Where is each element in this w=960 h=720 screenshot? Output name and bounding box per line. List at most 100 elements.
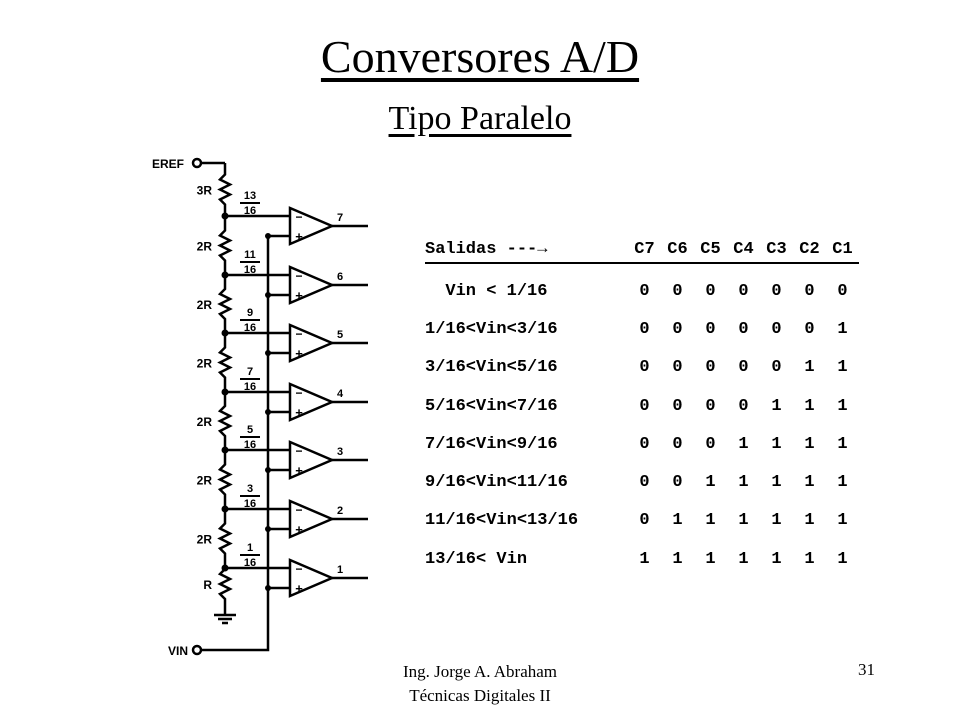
bit-cell: 1 bbox=[837, 473, 848, 493]
row-label: 11/16<Vin<13/16 bbox=[425, 511, 579, 531]
resistor-label: 2R bbox=[197, 533, 213, 547]
fraction-denominator: 16 bbox=[244, 381, 256, 393]
plus-sign: + bbox=[295, 229, 303, 244]
fraction-numerator: 7 bbox=[247, 366, 253, 378]
bus-node bbox=[265, 526, 271, 532]
bit-cell: 0 bbox=[639, 473, 650, 493]
bus-node bbox=[265, 292, 271, 298]
bit-cell: 0 bbox=[738, 396, 749, 416]
footer: Ing. Jorge A. Abraham Técnicas Digitales… bbox=[0, 660, 960, 708]
bit-cell: 0 bbox=[639, 396, 650, 416]
bit-cell: 1 bbox=[837, 358, 848, 378]
plus-sign: + bbox=[295, 405, 303, 420]
bit-cell: 0 bbox=[672, 473, 683, 493]
comparator-triangle bbox=[288, 382, 336, 422]
minus-sign: − bbox=[295, 210, 302, 224]
bit-cell: 1 bbox=[738, 549, 749, 569]
comparator-triangle bbox=[288, 558, 336, 598]
resistor-label: 2R bbox=[197, 298, 213, 312]
plus-sign: + bbox=[295, 463, 303, 478]
bit-cell: 1 bbox=[837, 549, 848, 569]
bit-cell: 0 bbox=[672, 396, 683, 416]
bit-cell: 1 bbox=[672, 511, 683, 531]
bit-cell: 0 bbox=[672, 319, 683, 339]
resistor-label: 2R bbox=[197, 474, 213, 488]
bit-cell: 0 bbox=[804, 319, 815, 339]
slide-subtitle: Tipo Paralelo bbox=[388, 100, 572, 137]
bit-cell: 1 bbox=[837, 511, 848, 531]
bit-cell: 0 bbox=[639, 358, 650, 378]
fraction-denominator: 16 bbox=[244, 439, 256, 451]
bit-cell: 1 bbox=[771, 434, 782, 454]
row-label: 3/16<Vin<5/16 bbox=[425, 358, 558, 378]
fraction-denominator: 16 bbox=[244, 498, 256, 510]
fraction-numerator: 9 bbox=[247, 307, 253, 319]
output-number: 3 bbox=[337, 446, 343, 458]
resistor-label: 2R bbox=[197, 240, 213, 254]
fraction-numerator: 3 bbox=[247, 483, 253, 495]
row-label: 9/16<Vin<11/16 bbox=[425, 473, 568, 493]
output-number: 5 bbox=[337, 329, 343, 341]
row-label: 1/16<Vin<3/16 bbox=[425, 319, 558, 339]
bit-cell: 1 bbox=[804, 434, 815, 454]
comparator-triangle bbox=[288, 440, 336, 480]
bus-node bbox=[265, 233, 271, 239]
bit-cell: 1 bbox=[705, 511, 716, 531]
bit-cell: 0 bbox=[705, 434, 716, 454]
bit-cell: 1 bbox=[771, 549, 782, 569]
column-header-c1: C1 bbox=[832, 239, 853, 259]
row-label: Vin < 1/16 bbox=[425, 281, 548, 301]
bit-cell: 0 bbox=[639, 511, 650, 531]
slide-title: Conversores A/D bbox=[320, 31, 640, 82]
fraction-denominator: 16 bbox=[244, 557, 256, 569]
bit-cell: 1 bbox=[804, 473, 815, 493]
fraction-denominator: 16 bbox=[244, 322, 256, 334]
resistor bbox=[217, 450, 233, 509]
flash-adc-circuit: EREF3R2R2R2R2R2R2RRVIN1316−+71116−+6916−… bbox=[152, 157, 368, 658]
minus-sign: − bbox=[295, 386, 302, 400]
bit-cell: 1 bbox=[738, 511, 749, 531]
resistor-label: 3R bbox=[197, 184, 213, 198]
footer-author: Ing. Jorge A. Abraham bbox=[402, 662, 558, 681]
page-number: 31 bbox=[858, 660, 875, 679]
bit-cell: 1 bbox=[705, 473, 716, 493]
footer-course: Técnicas Digitales II bbox=[409, 686, 551, 705]
bit-cell: 0 bbox=[639, 319, 650, 339]
column-header-c4: C4 bbox=[733, 239, 754, 259]
bit-cell: 1 bbox=[837, 434, 848, 454]
column-header-c5: C5 bbox=[700, 239, 721, 259]
resistor-label: 2R bbox=[197, 357, 213, 371]
bit-cell: 0 bbox=[639, 281, 650, 301]
plus-sign: + bbox=[295, 522, 303, 537]
row-label: 7/16<Vin<9/16 bbox=[425, 434, 558, 454]
plus-sign: + bbox=[295, 288, 303, 303]
bus-node bbox=[265, 467, 271, 473]
column-header-c6: C6 bbox=[667, 239, 688, 259]
bit-cell: 1 bbox=[771, 473, 782, 493]
eref-terminal bbox=[191, 157, 203, 169]
vin-bus bbox=[201, 236, 270, 652]
bit-cell: 1 bbox=[738, 473, 749, 493]
resistor bbox=[217, 216, 233, 275]
bit-cell: 0 bbox=[771, 281, 782, 301]
output-number: 2 bbox=[337, 505, 343, 517]
resistor bbox=[217, 333, 233, 392]
minus-sign: − bbox=[295, 327, 302, 341]
output-number: 7 bbox=[337, 212, 343, 224]
fraction-numerator: 13 bbox=[244, 190, 256, 202]
bit-cell: 0 bbox=[738, 281, 749, 301]
resistor bbox=[217, 275, 233, 333]
table-row: 9/16<Vin<11/16 0 0 1 1 1 1 1 bbox=[425, 463, 859, 501]
arrow-icon: → bbox=[537, 239, 548, 259]
resistor bbox=[217, 568, 233, 600]
bit-cell: 0 bbox=[738, 358, 749, 378]
minus-sign: − bbox=[295, 503, 302, 517]
row-label: 5/16<Vin<7/16 bbox=[425, 396, 558, 416]
resistor bbox=[217, 163, 233, 216]
bit-cell: 0 bbox=[639, 434, 650, 454]
bit-cell: 1 bbox=[804, 549, 815, 569]
